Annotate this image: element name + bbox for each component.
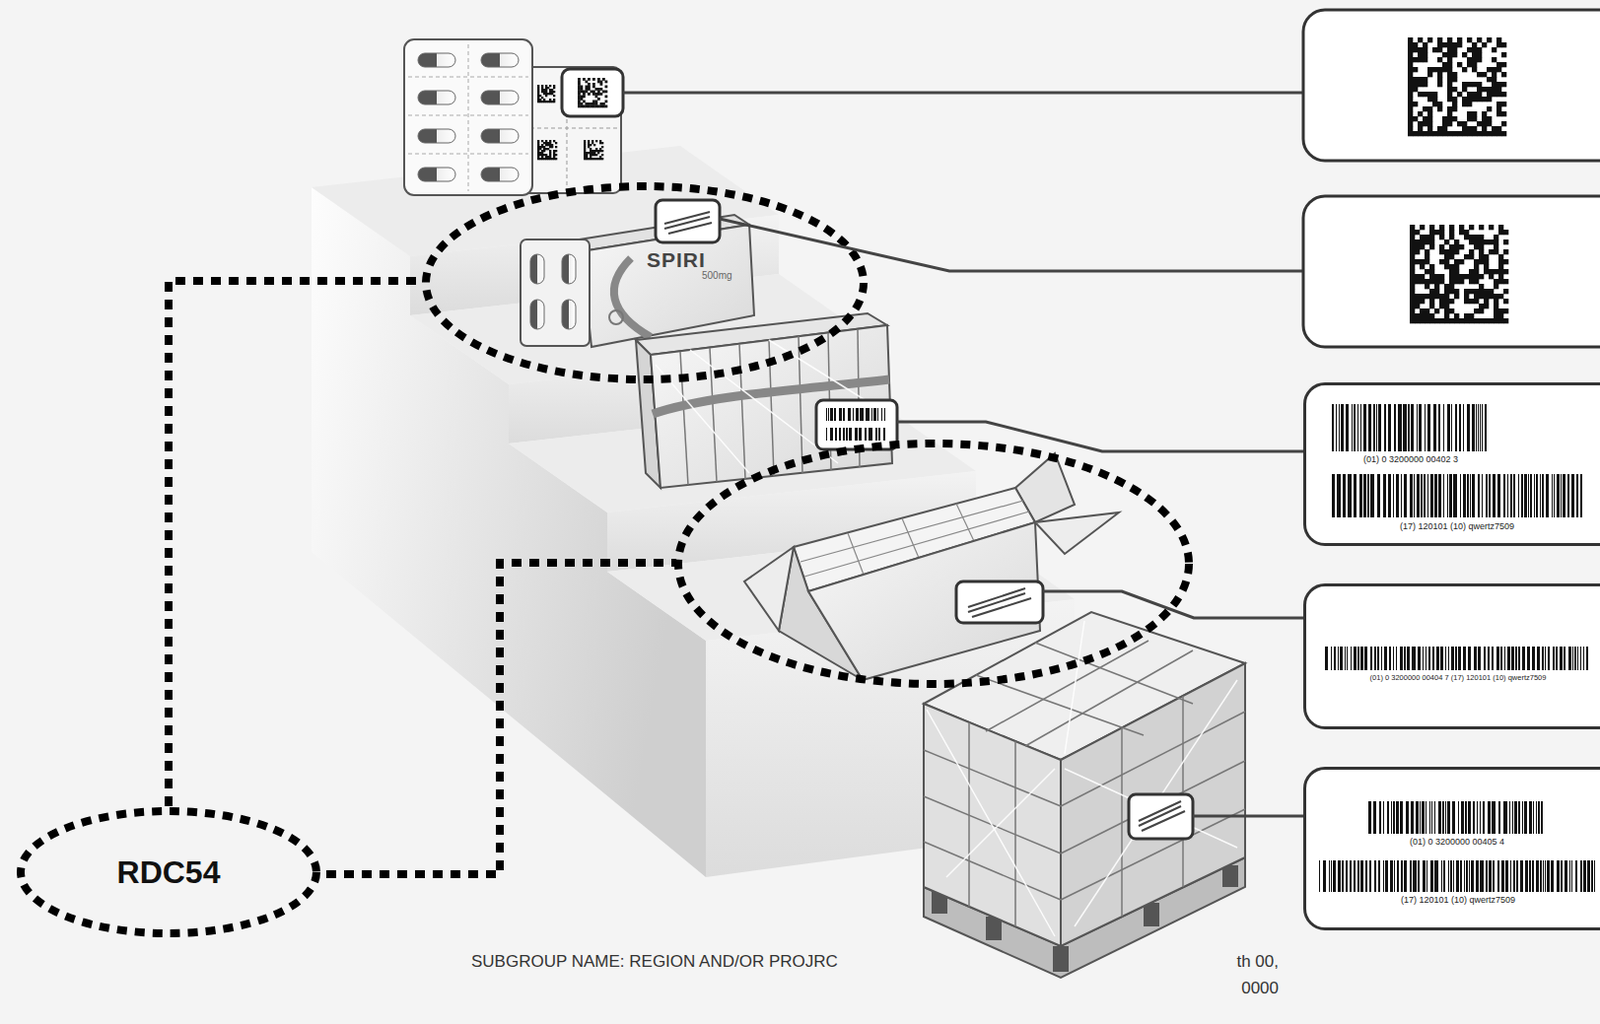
callout-box xyxy=(1303,196,1600,348)
region-code: RDC54 xyxy=(117,854,221,892)
data-matrix xyxy=(1409,224,1509,324)
barcode xyxy=(826,427,886,441)
footer-date: 0000 xyxy=(1241,978,1279,999)
dose-label: 500mg xyxy=(701,270,733,281)
data-matrix xyxy=(537,139,557,160)
dotted-line xyxy=(168,280,424,807)
barcode xyxy=(1324,646,1589,671)
code-highlight xyxy=(1128,794,1193,839)
dotted-ellipse xyxy=(678,443,1189,685)
barcode-text: (17) 120101 (10) qwertz7509 xyxy=(1400,895,1516,905)
barcode xyxy=(826,408,886,421)
leader-line xyxy=(719,218,1304,272)
barcode-text: (01) 0 3200000 00404 7 (17) 120101 (10) … xyxy=(1370,673,1547,683)
dotted-ellipse-outline xyxy=(20,811,317,934)
leader-line xyxy=(897,421,1304,452)
footer-text: SUBGROUP NAME: REGION AND/OR PROJRC xyxy=(471,952,838,973)
callout-box: (01) 0 3200000 00405 4 (17) 120101 (10) q… xyxy=(1303,766,1600,931)
data-matrix xyxy=(583,139,604,160)
callout-box: (01) 0 3200000 00404 7 (17) 120101 (10) … xyxy=(1303,583,1600,730)
data-matrix xyxy=(577,77,608,108)
data-matrix xyxy=(1407,37,1507,137)
brand-name: SPIRI xyxy=(646,248,706,273)
data-matrix xyxy=(537,84,556,103)
barcode-text: (01) 0 3200000 00405 4 xyxy=(1409,836,1505,847)
blister-pack xyxy=(404,39,624,196)
callout-box: (01) 0 3200000 00402 3 (17) 120101 (10) q… xyxy=(1303,382,1600,547)
barcode xyxy=(1368,801,1543,835)
footer-date: th 00, xyxy=(1236,952,1279,973)
leader-line xyxy=(1043,591,1304,619)
leader-line xyxy=(1192,815,1304,819)
code-highlight xyxy=(956,581,1044,624)
barcode-text: (01) 0 3200000 00402 3 xyxy=(1363,454,1459,465)
barcode-art xyxy=(1306,586,1600,733)
barcode xyxy=(1319,860,1596,893)
leader-line xyxy=(623,91,1304,95)
shrink-bundle xyxy=(635,313,898,488)
dotted-line xyxy=(326,562,677,875)
folding-box xyxy=(520,200,755,348)
barcode xyxy=(1331,474,1583,518)
code-highlight xyxy=(655,200,720,243)
pallet xyxy=(923,612,1246,978)
code-highlight xyxy=(561,69,624,117)
barcode xyxy=(1331,404,1487,452)
code-highlight xyxy=(816,400,898,450)
barcode-art xyxy=(1306,769,1600,934)
callout-box xyxy=(1303,9,1600,161)
barcode-text: (17) 120101 (10) qwertz7509 xyxy=(1399,521,1515,532)
dotted-ellipse-node: RDC54 xyxy=(15,806,322,939)
dotted-ellipse xyxy=(425,186,864,380)
